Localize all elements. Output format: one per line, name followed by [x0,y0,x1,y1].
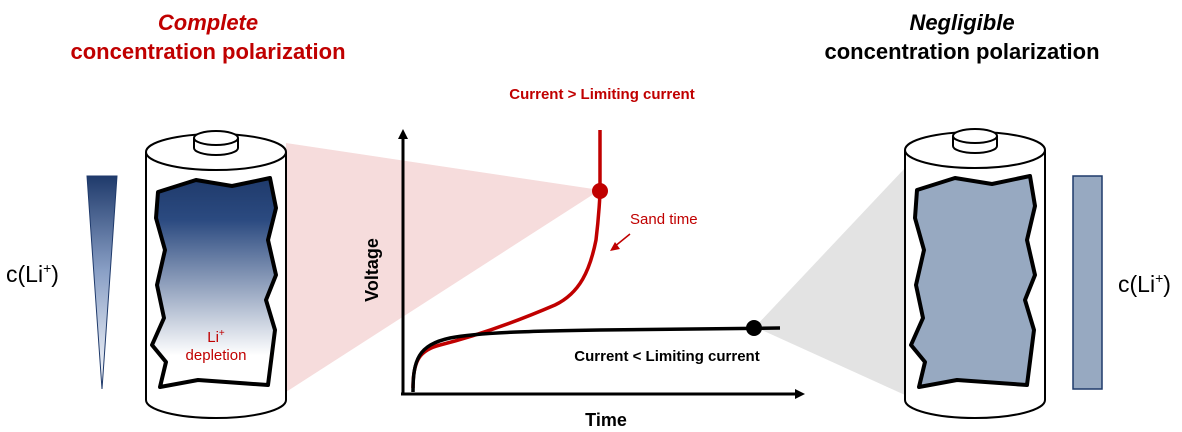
left-concentration-wedge [86,175,118,390]
lower-voltage-curve [411,326,781,393]
left-title-line2: concentration polarization [70,39,345,64]
lower-curve-label: Current < Limiting current [574,348,759,365]
right-terminal-cap [952,128,998,144]
left-terminal-cap [193,130,239,146]
sand-time-pointer-head [610,242,620,251]
left-conc-label: c(Li+) [6,260,59,287]
upper-curve-label: Current > Limiting current [509,86,694,103]
sand-time-marker [592,183,608,199]
left-electrolyte-region [150,176,278,389]
upper-voltage-curve [411,130,602,389]
left-title-italic: Complete [158,10,258,35]
right-conc-label: c(Li+) [1118,270,1171,297]
y-axis-label: Voltage [362,238,382,302]
steady-state-marker [746,320,762,336]
sand-time-annotation: Sand time [630,211,698,228]
gray-zoom-funnel [755,168,905,395]
right-electrolyte-region [909,174,1037,389]
right-concentration-bar [1072,175,1103,390]
right-battery-icon [904,128,1046,419]
depletion-label-line1: Li+ [207,328,225,346]
depletion-label-line2: depletion [186,347,247,364]
x-axis-label: Time [585,410,627,430]
left-battery-icon: Li+ depletion [145,130,287,419]
red-zoom-funnel [286,143,600,392]
right-title-line2: concentration polarization [824,39,1099,64]
right-title-italic: Negligible [909,10,1014,35]
